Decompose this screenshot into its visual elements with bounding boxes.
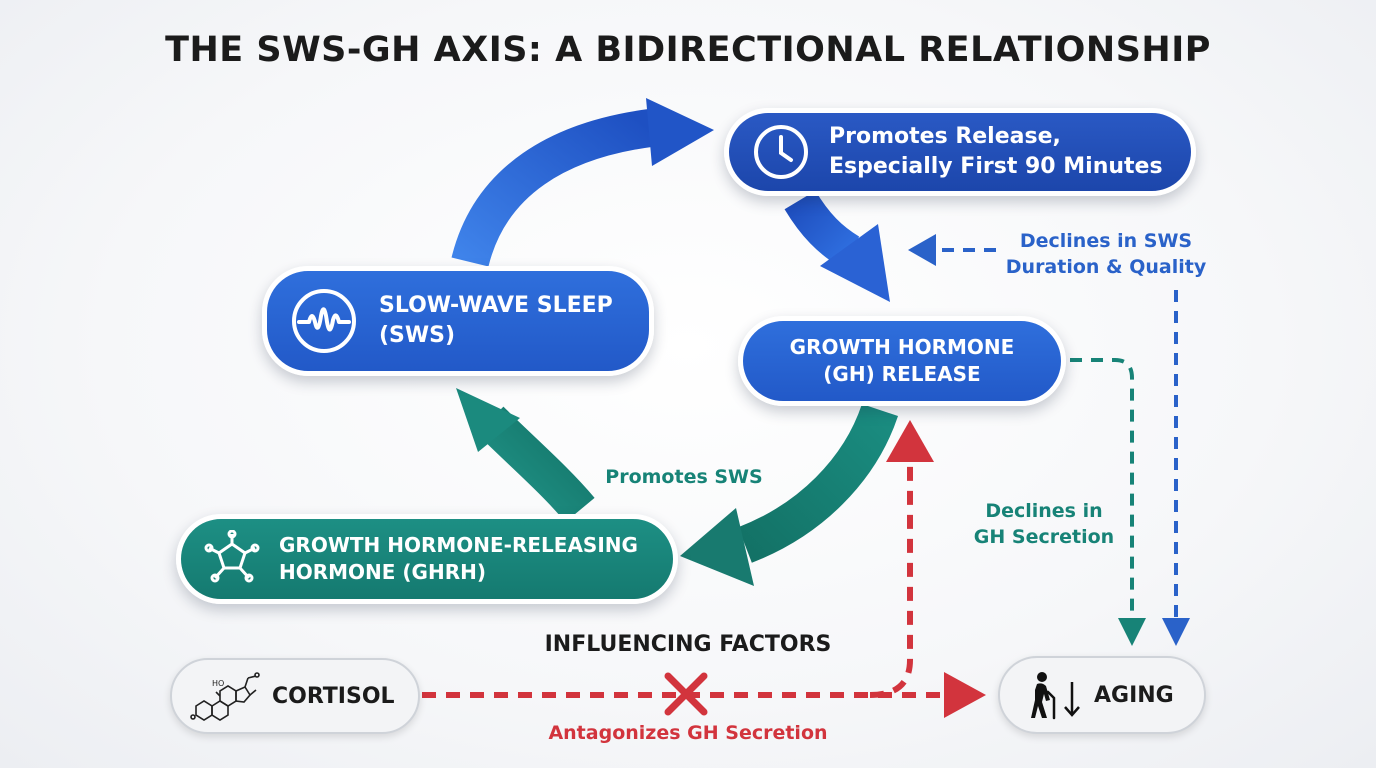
clock-icon (754, 125, 808, 179)
node-promotes-release-label: Promotes Release, Especially First 90 Mi… (829, 124, 1163, 179)
dashed-sws-decline-arrowhead-left (908, 234, 936, 266)
node-gh-release-label: GROWTH HORMONE (GH) RELEASE (789, 335, 1015, 386)
cortisol-arrowhead-right (944, 672, 986, 718)
arrow-release-to-gh (784, 190, 890, 302)
arrow-gh-to-ghrh (680, 403, 899, 586)
node-ghrh-label: GROWTH HORMONE-RELEASING HORMONE (GHRH) (279, 533, 638, 584)
brain-wave-icon (292, 289, 356, 353)
dashed-gh-decline-arrowhead (1118, 618, 1146, 646)
label-declines-sws: Declines in SWS Duration & Quality (1005, 230, 1207, 278)
node-aging: AGING (998, 656, 1206, 734)
svg-text:HO: HO (212, 679, 224, 688)
steroid-structure-icon: HO (190, 672, 260, 721)
node-gh-release: GROWTH HORMONE (GH) RELEASE (738, 316, 1066, 406)
label-influencing-factors: INFLUENCING FACTORS (544, 632, 832, 657)
dashed-gh-decline (1070, 358, 1134, 628)
elderly-person-icon (1031, 672, 1080, 720)
label-promotes-sws: Promotes SWS (605, 466, 763, 488)
node-sws-label: SLOW-WAVE SLEEP (SWS) (379, 293, 613, 348)
node-sws: SLOW-WAVE SLEEP (SWS) (262, 266, 654, 376)
label-antagonizes: Antagonizes GH Secretion (548, 722, 828, 744)
red-x-icon (664, 672, 708, 716)
dashed-sws-decline-arrowhead-down (1162, 618, 1190, 646)
node-cortisol-label: CORTISOL (272, 683, 395, 709)
arrow-ghrh-to-sws (456, 388, 595, 523)
page-title: THE SWS-GH AXIS: A BIDIRECTIONAL RELATIO… (165, 30, 1211, 70)
dashed-sws-decline (930, 248, 1178, 628)
node-promotes-release: Promotes Release, Especially First 90 Mi… (724, 108, 1196, 196)
molecule-icon (204, 530, 260, 583)
node-aging-label: AGING (1094, 682, 1174, 708)
arrow-sws-to-release (451, 98, 714, 268)
cortisol-arrowhead-up (886, 420, 934, 462)
node-cortisol: HO CORTISOL (170, 658, 420, 734)
label-declines-gh: Declines in GH Secretion (973, 500, 1115, 548)
node-ghrh: GROWTH HORMONE-RELEASING HORMONE (GHRH) (176, 514, 678, 604)
